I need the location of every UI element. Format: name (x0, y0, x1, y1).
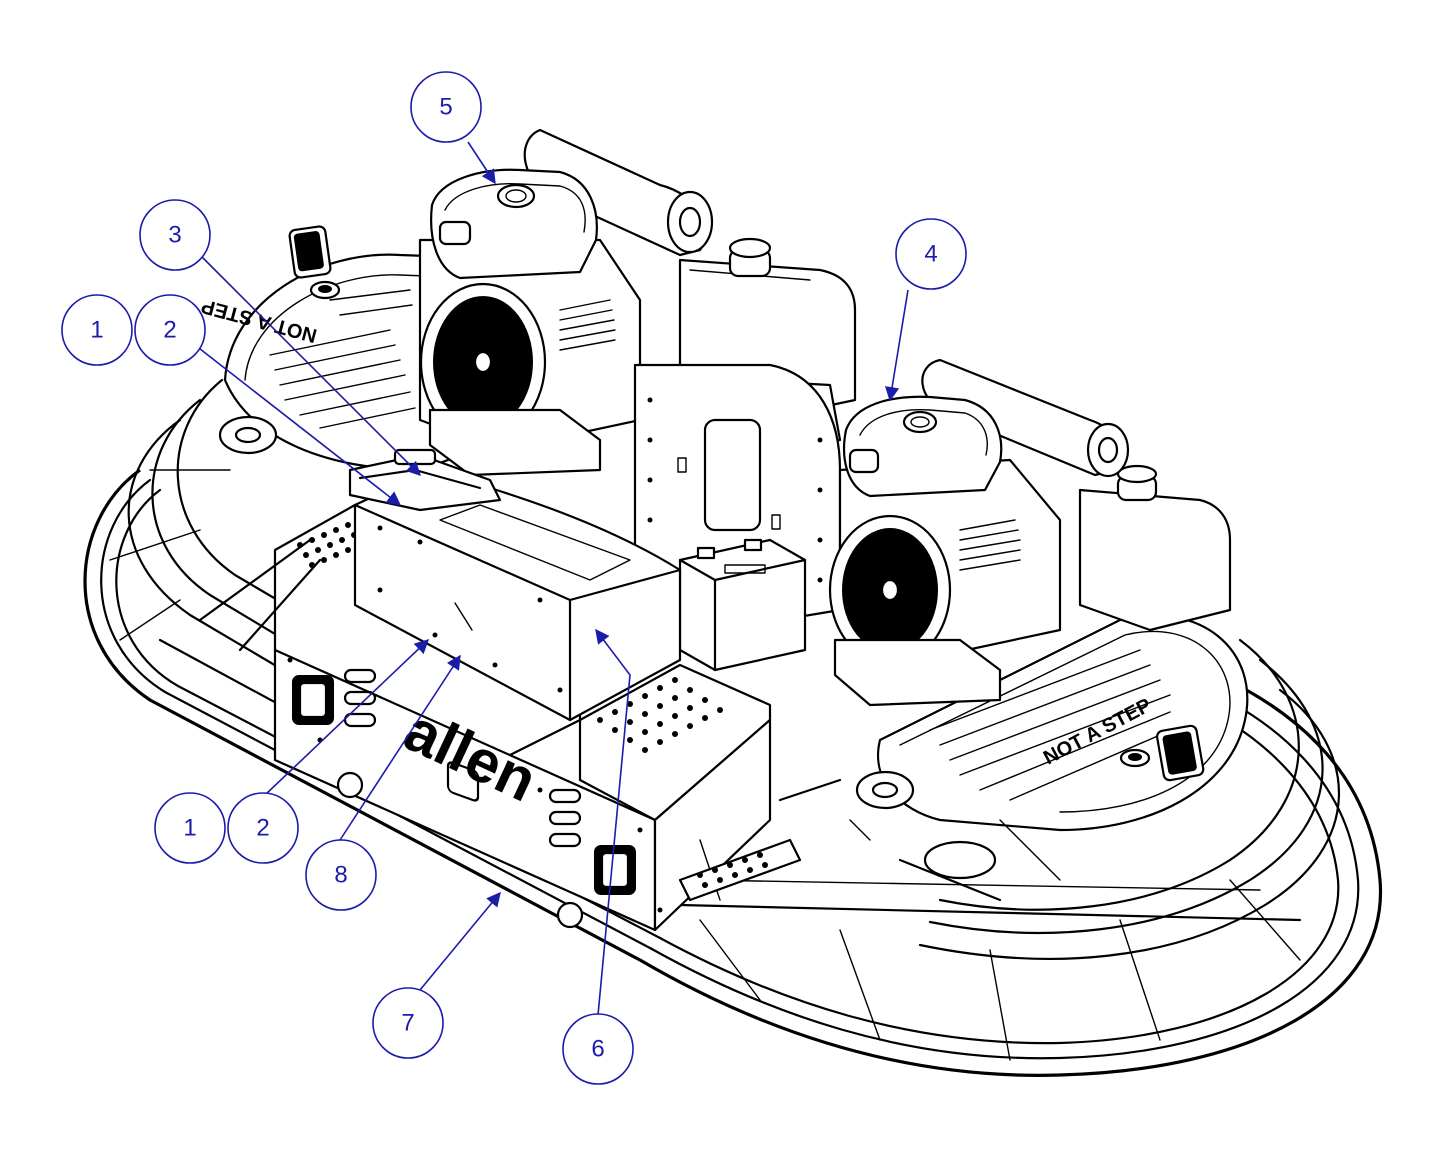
callout-1-upper: 1 (61, 294, 133, 366)
svg-text:1: 1 (90, 317, 103, 344)
svg-text:7: 7 (401, 1010, 414, 1037)
callout-6: 6 (562, 1013, 634, 1085)
svg-text:3: 3 (168, 222, 181, 249)
svg-text:1: 1 (183, 815, 196, 842)
callout-4: 4 (895, 218, 967, 290)
left-work-light (288, 225, 341, 300)
engine-right (828, 358, 1130, 707)
callout-1-lower: 1 (154, 792, 226, 864)
callout-leaders (194, 141, 909, 1016)
left-step-grid (297, 522, 357, 568)
callout-3: 3 (139, 199, 211, 271)
battery (678, 538, 807, 672)
svg-text:6: 6 (591, 1036, 604, 1063)
deck-slots-left (269, 289, 416, 429)
svg-text:2: 2 (163, 317, 176, 344)
svg-text:8: 8 (334, 862, 347, 889)
callout-2-upper: 2 (134, 294, 206, 366)
callout-8: 8 (305, 839, 377, 911)
callout-7: 7 (372, 987, 444, 1059)
right-work-light (1119, 724, 1205, 782)
svg-text:4: 4 (924, 241, 937, 268)
engine-left (418, 128, 714, 477)
svg-text:5: 5 (439, 94, 452, 121)
deck-slots-right (929, 649, 1171, 801)
console-logo-emblem (446, 602, 480, 802)
undercarriage (198, 538, 1061, 929)
right-deck-plate: NOT A STEP (855, 614, 1249, 832)
front-console: allen (273, 468, 772, 932)
callout-2-lower: 2 (227, 792, 299, 864)
callout-5: 5 (410, 71, 482, 143)
svg-text:2: 2 (256, 815, 269, 842)
fuel-tank-rear-right (1078, 464, 1232, 632)
